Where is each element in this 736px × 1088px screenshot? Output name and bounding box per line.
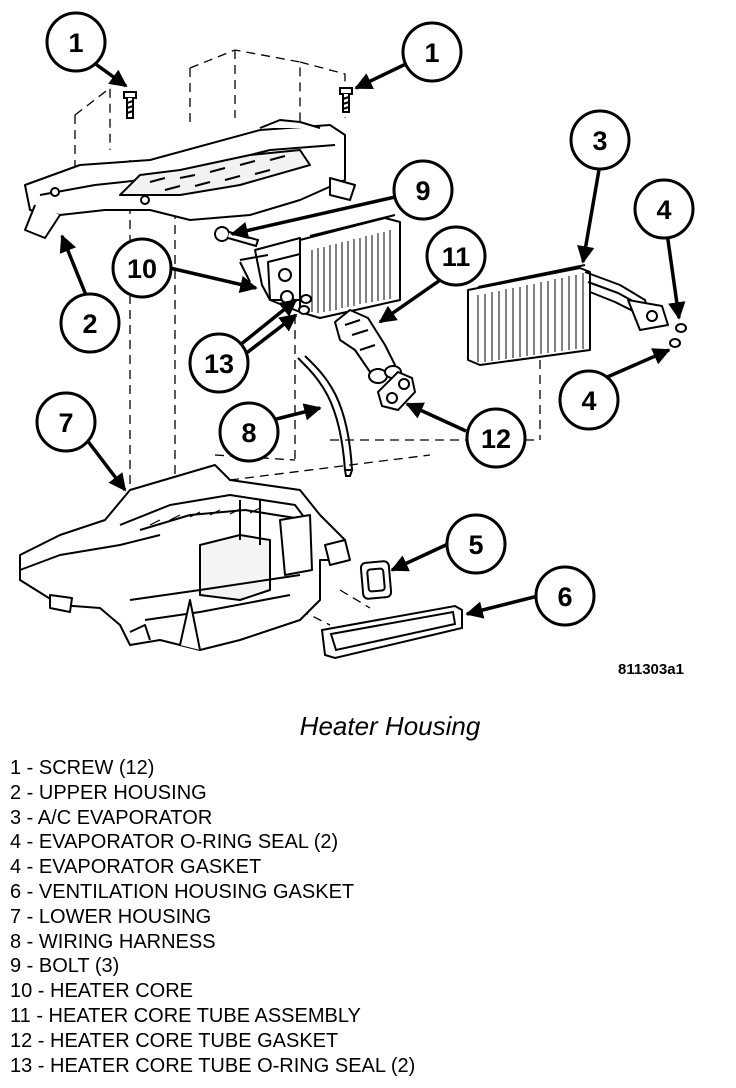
heater-core-tube-assembly <box>334 309 402 384</box>
ac-evaporator <box>467 264 669 366</box>
callout-11: 11 <box>425 225 487 287</box>
svg-text:4: 4 <box>581 386 596 416</box>
legend-item: 3 - A/C EVAPORATOR <box>10 806 213 829</box>
heater-core <box>239 214 401 319</box>
svg-text:10: 10 <box>127 254 157 284</box>
callout-8: 8 <box>218 401 280 463</box>
svg-text:5: 5 <box>468 530 483 560</box>
svg-text:8: 8 <box>241 418 256 448</box>
o-ring-icon <box>298 294 312 315</box>
legend-item: 4 - EVAPORATOR GASKET <box>10 856 262 879</box>
callout-7: 7 <box>35 391 97 453</box>
callout-12: 12 <box>465 407 527 469</box>
legend-item: 9 - BOLT (3) <box>10 955 120 978</box>
svg-text:11: 11 <box>442 242 471 272</box>
svg-text:4: 4 <box>656 195 671 225</box>
evaporator-gasket <box>359 560 393 600</box>
callout-4b: 4 <box>558 369 620 431</box>
legend-item: 1 - SCREW (12) <box>10 757 155 779</box>
figure-title: Heater Housing <box>299 711 481 741</box>
svg-text:1: 1 <box>68 28 83 58</box>
legend-item: 10 - HEATER CORE <box>10 980 193 1003</box>
legend-item: 13 - HEATER CORE TUBE O-RING SEAL (2) <box>10 1054 416 1077</box>
callout-1b: 1 <box>401 21 463 83</box>
callout-13: 13 <box>188 332 250 394</box>
legend-item: 11 - HEATER CORE TUBE ASSEMBLY <box>10 1004 361 1027</box>
svg-text:3: 3 <box>592 126 607 156</box>
svg-text:6: 6 <box>557 582 572 612</box>
svg-text:7: 7 <box>58 408 73 438</box>
screw-icon <box>123 87 353 119</box>
callout-4a: 4 <box>633 178 695 240</box>
svg-text:9: 9 <box>415 176 430 206</box>
assembly-guide-lines <box>74 49 541 626</box>
legend-item: 12 - HEATER CORE TUBE GASKET <box>10 1029 339 1052</box>
callout-1a: 1 <box>45 11 107 73</box>
parts-legend: 1 - SCREW (12) 2 - UPPER HOUSING 3 - A/C… <box>10 756 415 1078</box>
callout-10: 10 <box>111 237 173 299</box>
legend-item: 8 - WIRING HARNESS <box>10 930 216 953</box>
ventilation-housing-gasket <box>320 604 463 660</box>
svg-text:13: 13 <box>204 349 234 379</box>
wiring-harness <box>297 355 354 477</box>
svg-text:1: 1 <box>424 38 439 68</box>
svg-text:2: 2 <box>82 309 97 339</box>
callout-3: 3 <box>569 109 631 171</box>
callout-6: 6 <box>534 565 596 627</box>
exploded-diagram: 1 1 2 3 4 4 5 6 7 8 9 10 <box>19 11 695 660</box>
tube-gasket <box>376 370 417 412</box>
svg-text:12: 12 <box>481 424 511 454</box>
legend-item: 2 - UPPER HOUSING <box>10 781 207 804</box>
legend-item: 6 - VENTILATION HOUSING GASKET <box>10 880 355 903</box>
callout-9: 9 <box>392 159 454 221</box>
legend-item: 7 - LOWER HOUSING <box>10 905 212 928</box>
callout-2: 2 <box>59 292 121 354</box>
figure-id: 811303a1 <box>618 661 684 678</box>
upper-housing <box>24 119 356 239</box>
evaporator-o-ring-icon <box>669 323 687 348</box>
lower-housing <box>19 464 351 651</box>
legend-item: 4 - EVAPORATOR O-RING SEAL (2) <box>10 831 339 854</box>
callout-5: 5 <box>445 513 507 575</box>
